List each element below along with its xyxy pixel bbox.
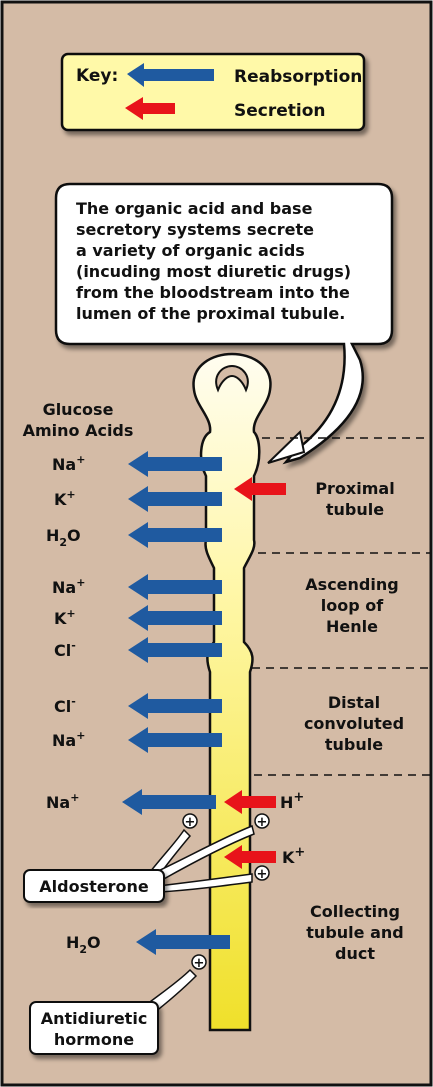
svg-text:+: + — [185, 815, 196, 830]
key-reabsorption-label: Reabsorption — [234, 67, 362, 87]
svg-text:+: + — [257, 867, 268, 882]
segment-collecting-line1: Collecting — [310, 902, 400, 921]
key-secretion-label: Secretion — [234, 101, 326, 121]
adh-label-line2: hormone — [54, 1030, 134, 1049]
adh-label-line1: Antidiuretic — [41, 1009, 148, 1028]
glucose-label: Glucose — [43, 400, 114, 419]
plus-marker-1: + — [183, 814, 197, 830]
amino-acids-label: Amino Acids — [23, 421, 134, 440]
segment-collecting-line2: tubule and — [306, 923, 403, 942]
key-title: Key: — [76, 66, 118, 86]
segment-ascending-line1: Ascending — [305, 575, 398, 594]
svg-text:+: + — [257, 815, 268, 830]
plus-marker-4: + — [192, 955, 206, 971]
aldosterone-label: Aldosterone — [39, 877, 149, 896]
segment-ascending-line2: loop of — [321, 596, 384, 615]
plus-marker-3: + — [255, 866, 269, 882]
segment-proximal-line2: tubule — [326, 500, 384, 519]
segment-collecting-line3: duct — [335, 944, 375, 963]
segment-proximal-line1: Proximal — [315, 479, 394, 498]
key-box: Key: Reabsorption Secretion — [62, 54, 364, 130]
segment-distal-line2: convoluted — [304, 714, 404, 733]
svg-text:+: + — [194, 956, 205, 971]
segment-distal-line1: Distal — [328, 693, 380, 712]
segment-ascending-line3: Henle — [326, 617, 378, 636]
segment-distal-line3: tubule — [325, 735, 383, 754]
plus-marker-2: + — [255, 814, 269, 830]
